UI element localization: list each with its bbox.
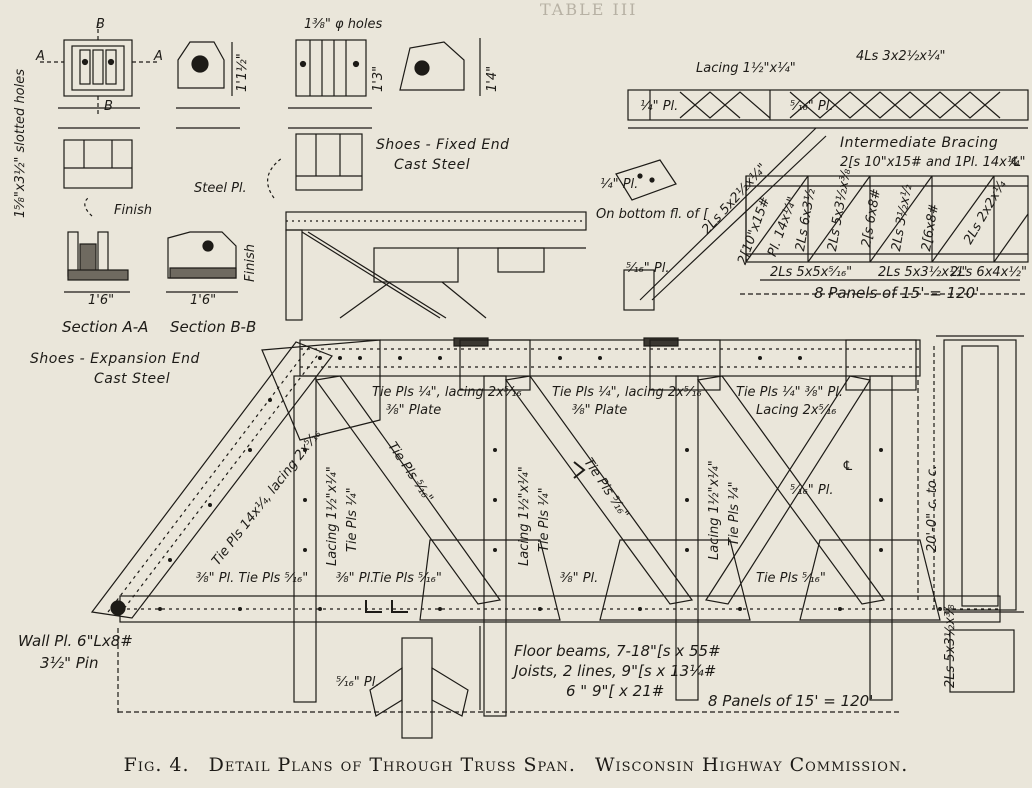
expansion-shoe-title: Shoes - Expansion End	[30, 351, 200, 367]
bottom-label-1: ⅜" Pl. Tie Pls ⁵⁄₁₆"	[196, 571, 309, 586]
tie-c: Tie Pls ¼"	[727, 481, 742, 546]
lacing-label: Lacing 1½"x¼"	[696, 61, 796, 76]
bracing-members: 2[s 10"x15# and 1Pl. 14x¼"	[840, 155, 1026, 170]
wall-pl-label: Wall Pl. 6"Lx8#	[18, 632, 133, 650]
caption-title: Detail Plans of Through Truss Span.	[208, 754, 576, 776]
lacing-b: Lacing 1½"x¼"	[517, 466, 532, 566]
fixed-shoe-title: Shoes - Fixed End	[376, 137, 510, 153]
top-chord-detail	[285, 211, 587, 321]
section-mark-a-right: A	[154, 49, 163, 64]
lacing-c: Lacing 1½"x¼"	[707, 460, 722, 560]
truss-depth-dim: 20'-0" c. to c.	[925, 464, 940, 552]
expansion-shoe-end-view	[176, 41, 240, 129]
bottom-label-4: ⅜" Pl.	[560, 571, 599, 586]
end-cross-section	[933, 335, 1024, 693]
section-mark-b-top: B	[96, 17, 105, 32]
on-bottom-label: On bottom fl. of [	[596, 207, 709, 222]
tie-pls-5-16-c: Tie Pls ⁵⁄₁₆"	[756, 571, 826, 586]
truss-panels-dim: 8 Panels of 15' = 120'	[708, 692, 874, 710]
pl-5-16-bottom: ⁵⁄₁₆" Pl.	[336, 675, 380, 690]
section-b-b	[166, 231, 238, 293]
bracing-panels-dim: 8 Panels of 15' = 120'	[814, 284, 980, 302]
bracing-gusset	[615, 159, 677, 201]
lacing-a: Lacing 1½"x¼"	[325, 466, 340, 566]
finish-label-2: Finish	[243, 244, 258, 282]
caption-fig-number: Fig. 4.	[123, 754, 190, 776]
tie-a: Tie Pls ¼"	[345, 487, 360, 552]
section-a-title: Section A-A	[62, 318, 149, 336]
bottom-ls-c: 2Ls 6x4x½"	[950, 265, 1027, 280]
tie-pls-quarter-3: Tie Pls ¼" ⅜" Pl.	[736, 385, 844, 400]
tie-b: Tie Pls ¼"	[537, 487, 552, 552]
floor-beam-detail	[369, 626, 481, 739]
five-sixteenths-pl-label-2: ⁵⁄₁₆" Pl.	[626, 261, 670, 276]
plate-3-8-2: ⅜" Plate	[572, 403, 628, 418]
top-angles-label: 4Ls 3x2½x¼"	[856, 49, 946, 64]
section-a-a	[64, 197, 130, 293]
ghost-header-text: TABLE III	[540, 0, 638, 19]
bracing-title: Intermediate Bracing	[840, 135, 999, 151]
tie-pls-quarter-1: Tie Pls ¼", lacing 2x⁵⁄₁₆	[372, 385, 522, 400]
expansion-shoe-material: Cast Steel	[94, 371, 171, 387]
expansion-shoe-elevation	[63, 139, 133, 189]
dim-height-2: 1'3"	[371, 65, 386, 92]
floor-beams-label: Floor beams, 7-18"[s x 55#	[514, 642, 721, 660]
figure-caption: Fig. 4. Detail Plans of Through Truss Sp…	[0, 754, 1032, 776]
five-sixteenths-pl-label: ⁵⁄₁₆" Pl.	[790, 99, 834, 114]
bottom-label-3: Tie Pls ⁵⁄₁₆"	[372, 571, 442, 586]
lacing-2x-label: Lacing 2x⁵⁄₁₆	[756, 403, 837, 418]
dim-height-1: 1'1½"	[235, 53, 250, 92]
section-mark-a-left: A	[36, 49, 45, 64]
bottom-ls-b: 2Ls 5x3½x½"	[878, 265, 968, 280]
dim-section-a: 1'6"	[88, 293, 115, 308]
knee-brace	[623, 127, 827, 311]
section-b-title: Section B-B	[170, 318, 257, 336]
fixed-shoe-end-view	[399, 38, 481, 96]
pin-label: 3½" Pin	[40, 654, 99, 672]
centerline-truss: ℄	[842, 459, 854, 474]
dimension-lines	[117, 293, 1028, 716]
pl-5-16-right: ⁵⁄₁₆" Pl.	[790, 483, 834, 498]
section-mark-b-bottom: B	[104, 99, 113, 114]
side-ls-label: 2Ls 5x3½x⅜	[943, 604, 958, 688]
joists-label-2: 6 " 9"[ x 21#	[566, 682, 665, 700]
fixed-shoe-plan	[288, 39, 372, 129]
quarter-pl-label: ¼" Pl.	[640, 99, 679, 114]
finish-label-1: Finish	[114, 203, 152, 218]
main-truss	[90, 337, 1001, 717]
lateral-truss-top	[627, 89, 1029, 129]
expansion-shoe-plan	[40, 22, 160, 129]
quarter-pl-label-2: ¼" Pl.	[600, 177, 639, 192]
joists-label-1: Joists, 2 lines, 9"[s x 13¼#	[514, 662, 717, 680]
bottom-label-2: ⅜" Pl.	[336, 571, 375, 586]
dim-height-3: 1'4"	[485, 65, 500, 92]
rivets	[158, 356, 942, 611]
caption-organization: Wisconsin Highway Commission.	[594, 754, 909, 776]
slotted-holes-label: 1⅝"x3½" slotted holes	[13, 68, 28, 218]
bottom-ls-a: 2Ls 5x5x⁵⁄₁₆"	[770, 265, 853, 280]
fixed-shoe-material: Cast Steel	[394, 157, 471, 173]
tie-pls-quarter-2: Tie Pls ¼", lacing 2x⁵⁄₁₆	[552, 385, 702, 400]
dim-section-b: 1'6"	[190, 293, 217, 308]
fixed-shoe-elevation	[267, 133, 363, 199]
steel-pl-label: Steel Pl.	[194, 181, 247, 196]
fixed-holes-label: 1⅜" φ holes	[304, 17, 383, 32]
centerline-mark: ℄	[1010, 155, 1022, 170]
bracing-elevation	[745, 175, 1029, 281]
plate-3-8-1: ⅜" Plate	[386, 403, 442, 418]
